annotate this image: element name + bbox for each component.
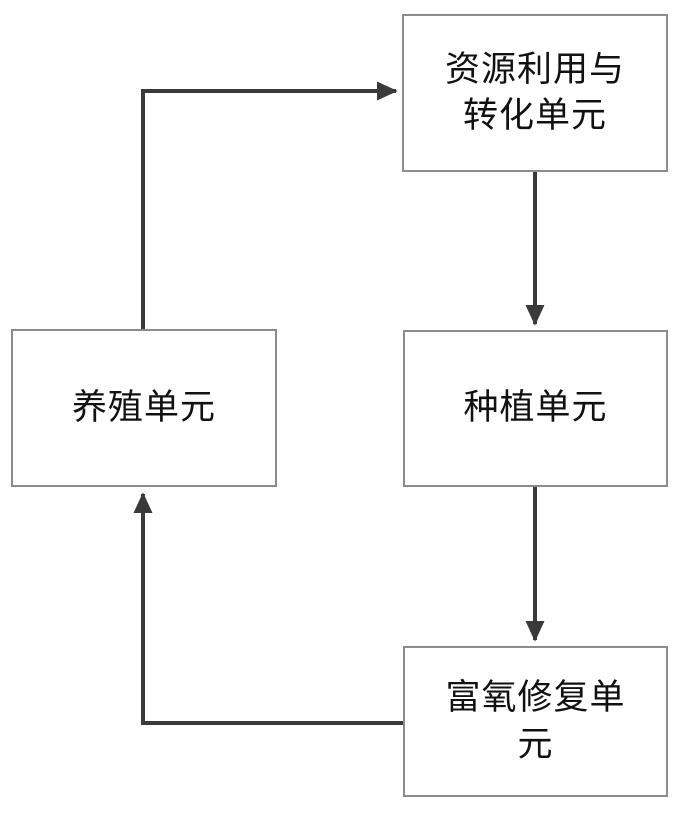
node-breeding-unit[interactable]: 养殖单元: [11, 329, 277, 487]
node-label: 资源利用与 转化单元: [444, 49, 625, 135]
node-planting-unit[interactable]: 种植单元: [403, 330, 668, 487]
edge-breeding-to-resource: [141, 81, 398, 329]
node-label: 种植单元: [463, 388, 608, 428]
node-resource-utilization-and-conversion-unit[interactable]: 资源利用与 转化单元: [402, 14, 668, 172]
node-label: 养殖单元: [71, 387, 216, 427]
node-oxygen-enriched-restoration-unit[interactable]: 富氧修复单 元: [403, 646, 668, 797]
node-label: 富氧修复单 元: [445, 678, 626, 764]
edge-oxygen-to-breeding: [133, 492, 403, 725]
